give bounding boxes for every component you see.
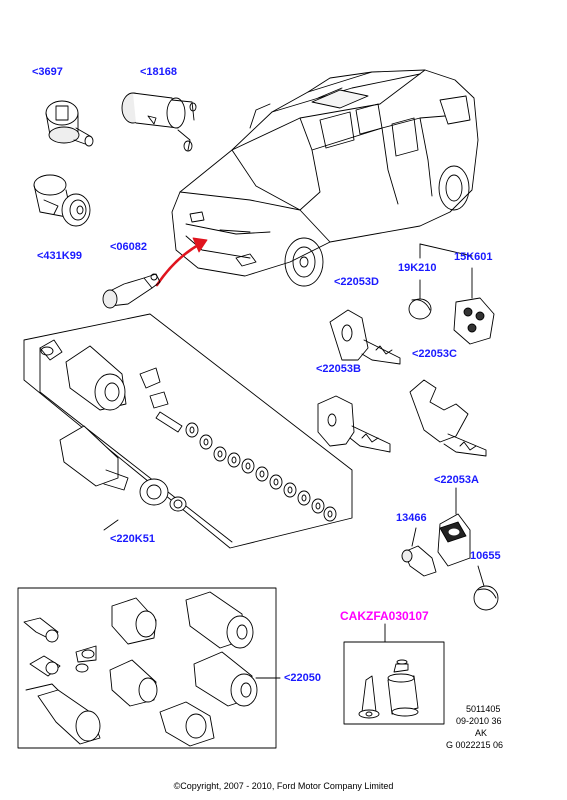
copyright-notice: ©Copyright, 2007 - 2010, Ford Motor Comp… [173, 781, 394, 791]
part-label-3697[interactable]: <3697 [32, 66, 63, 78]
kit-components [358, 659, 419, 719]
kit-frame [343, 623, 445, 725]
part-3697-drawing [45, 100, 94, 147]
drawing-reference: G 0022215 06 [446, 740, 504, 750]
part-label-06082[interactable]: <06082 [110, 241, 148, 253]
part-431k99-drawing [33, 174, 91, 227]
part-10655-drawing [473, 565, 499, 611]
key-22053d-drawing [329, 309, 401, 365]
part-label-22053d[interactable]: <22053D [334, 276, 379, 288]
part-label-19k210[interactable]: 19K210 [398, 262, 437, 274]
part-label-22053a[interactable]: <22053A [434, 474, 479, 486]
part-label-22053b[interactable]: <22053B [316, 363, 361, 375]
kit-label-cakzfa030107[interactable]: CAKZFA030107 [340, 609, 429, 623]
part-18168-drawing [121, 92, 197, 152]
part-label-13466[interactable]: 13466 [396, 512, 427, 524]
drawing-date: 09-2010 36 [456, 716, 502, 726]
part-label-22050[interactable]: <22050 [284, 672, 322, 684]
part-13466-drawing [401, 527, 437, 577]
part-label-431k99[interactable]: <431K99 [37, 250, 82, 262]
group-bracket [419, 243, 473, 259]
part-22053a-drawing [437, 487, 471, 567]
key-22053c-drawing [409, 379, 487, 457]
part-label-15k601[interactable]: 15K601 [454, 251, 493, 263]
drawing-number: 5011405 [466, 704, 501, 714]
lock-set-22050-frame [17, 587, 281, 749]
part-06082-drawing [102, 273, 161, 309]
part-label-18168[interactable]: <18168 [140, 66, 178, 78]
key-22053b-drawing [317, 395, 391, 453]
part-label-220k51[interactable]: <220K51 [110, 533, 155, 545]
tumbler-discs [185, 422, 337, 522]
lock-set-22050-components [23, 591, 258, 747]
part-15k601-drawing [453, 267, 495, 345]
car-illustration [171, 69, 479, 287]
part-label-22053c[interactable]: <22053C [412, 348, 457, 360]
lock-set-frame [23, 313, 353, 549]
red-arrow-icon [155, 237, 208, 287]
part-19k210-drawing [408, 279, 432, 320]
lock-set-components [39, 339, 187, 512]
drawing-code: AK [475, 728, 488, 738]
part-label-10655[interactable]: 10655 [470, 550, 501, 562]
